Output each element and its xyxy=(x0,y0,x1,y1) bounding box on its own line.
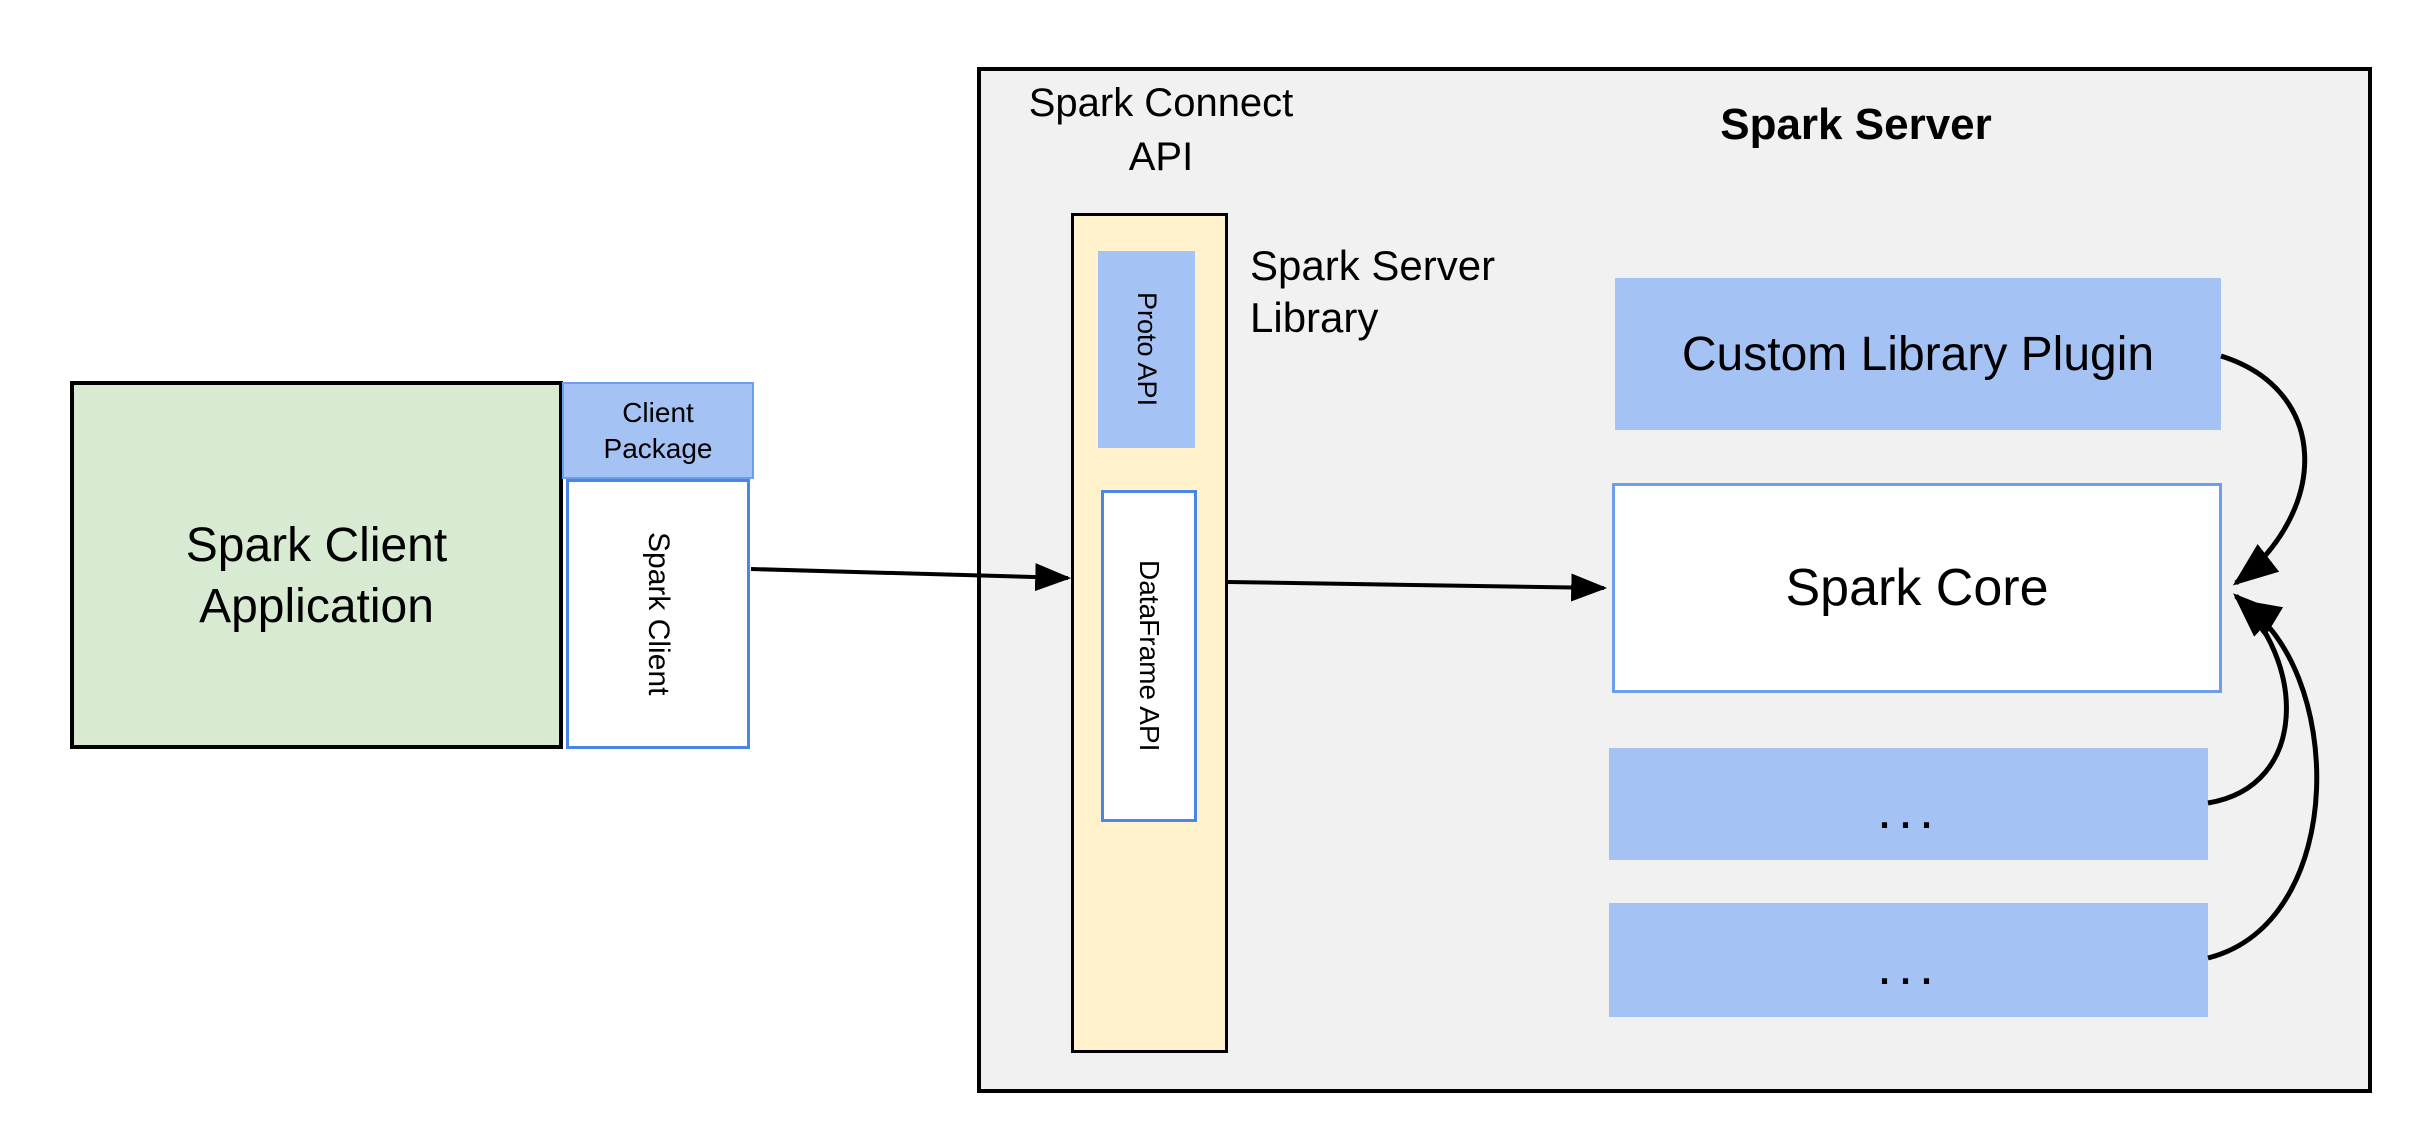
client-package-label: Client Package xyxy=(603,396,713,464)
spark-client-application-label: Spark Client Application xyxy=(185,519,448,633)
proto-api-label: Proto API xyxy=(1132,292,1162,407)
client-package-box: Client Package xyxy=(562,382,754,479)
spark-connect-api-title: Spark Connect API xyxy=(1028,81,1294,179)
plugin-placeholder-box-2: ... xyxy=(1609,903,2208,1017)
spark-server-library-label: Spark Server Library xyxy=(1250,242,1496,341)
spark-client-application-box: Spark Client Application xyxy=(70,381,563,749)
custom-library-plugin-box: Custom Library Plugin xyxy=(1615,278,2221,430)
spark-core-box: Spark Core xyxy=(1612,483,2222,693)
spark-client-box: Spark Client xyxy=(566,479,750,749)
plugin-placeholder-box-1: ... xyxy=(1609,748,2208,860)
spark-client-label: Spark Client xyxy=(642,532,675,696)
custom-library-plugin-label: Custom Library Plugin xyxy=(1681,327,2155,381)
plugin-placeholder-label-2: ... xyxy=(1876,936,1940,996)
dataframe-api-label: DataFrame API xyxy=(1134,560,1165,752)
spark-core-label: Spark Core xyxy=(1785,559,2049,617)
spark-server-title: Spark Server xyxy=(1720,100,1992,149)
plugin-placeholder-label-1: ... xyxy=(1876,780,1940,840)
proto-api-box: Proto API xyxy=(1098,251,1195,448)
dataframe-api-box: DataFrame API xyxy=(1101,490,1197,822)
